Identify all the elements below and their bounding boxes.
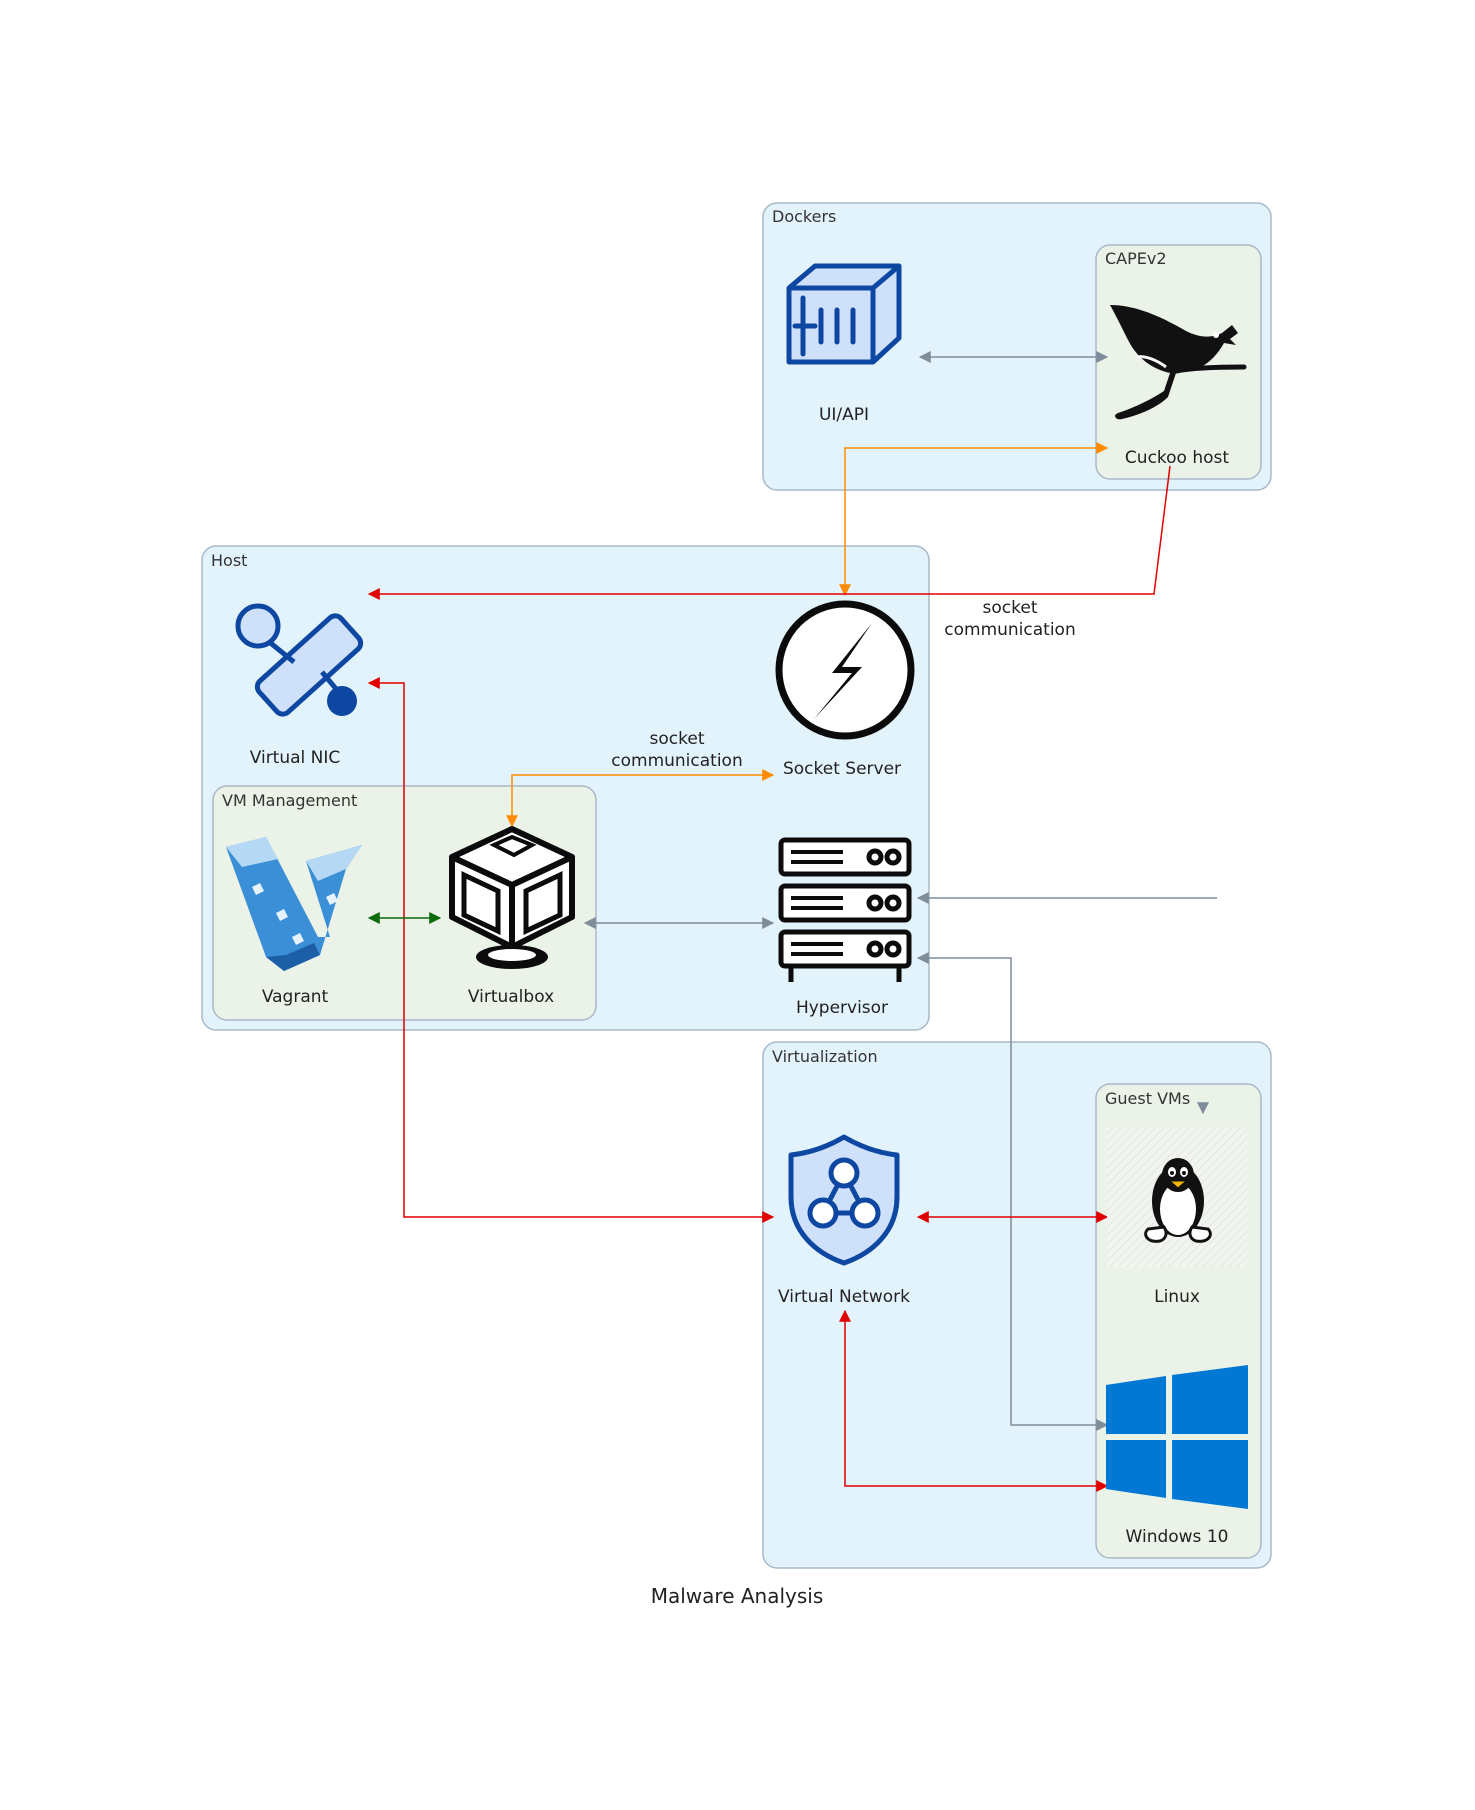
network-interface-icon bbox=[235, 603, 364, 717]
node-windows-10[interactable]: Windows 10 bbox=[1106, 1365, 1248, 1547]
edge-socket-cuckoo bbox=[839, 442, 1109, 597]
edge-label-virtualbox-to-socket-line-2: communication bbox=[611, 751, 742, 771]
edge-label-cuckoo-to-nic-line: socket bbox=[983, 598, 1038, 618]
node-ui-api-label: UI/API bbox=[819, 405, 869, 425]
cluster-host-label: Host bbox=[211, 551, 247, 570]
windows-logo-icon bbox=[1106, 1365, 1248, 1509]
node-vagrant-label: Vagrant bbox=[262, 987, 329, 1007]
socket-io-icon bbox=[775, 600, 915, 740]
edge-cuckoo-virtual-nic bbox=[367, 465, 1171, 600]
node-cuckoo-host[interactable]: Cuckoo host bbox=[1110, 305, 1247, 468]
edge-virtual-nic-virtual-network bbox=[367, 677, 775, 1223]
node-ui-api[interactable]: UI/API bbox=[786, 263, 902, 425]
node-linux[interactable]: Linux bbox=[1107, 1127, 1247, 1307]
node-virtual-network-label: Virtual Network bbox=[778, 1287, 910, 1307]
diagram-title: Malware Analysis bbox=[651, 1584, 824, 1608]
tux-icon bbox=[1144, 1158, 1212, 1243]
node-virtual-nic-label: Virtual NIC bbox=[250, 748, 341, 768]
edges bbox=[367, 351, 1217, 1492]
cuckoo-bird-icon bbox=[1110, 305, 1247, 420]
edge-label-cuckoo-to-nic-line-2: communication bbox=[944, 620, 1075, 640]
node-hypervisor-label: Hypervisor bbox=[796, 998, 888, 1018]
node-hypervisor[interactable]: Hypervisor bbox=[778, 837, 912, 1018]
node-virtual-network[interactable]: Virtual Network bbox=[778, 1134, 910, 1307]
edge-virtual-network-windows bbox=[839, 1309, 1109, 1492]
node-vagrant[interactable]: Vagrant bbox=[226, 837, 362, 1007]
node-virtualbox[interactable]: Virtualbox bbox=[449, 826, 575, 1007]
edge-label-virtualbox-to-socket-line: socket bbox=[650, 729, 705, 749]
virtualbox-icon bbox=[449, 826, 575, 969]
node-virtualbox-label: Virtualbox bbox=[468, 987, 554, 1007]
cluster-dockers-label: Dockers bbox=[772, 207, 836, 226]
cluster-vm-management-label: VM Management bbox=[222, 791, 357, 810]
vagrant-icon bbox=[226, 837, 362, 971]
cluster-capev2-label: CAPEv2 bbox=[1105, 249, 1167, 268]
node-windows-10-label: Windows 10 bbox=[1126, 1527, 1229, 1547]
node-virtual-nic[interactable]: Virtual NIC bbox=[235, 603, 364, 768]
node-socket-server[interactable]: Socket Server bbox=[775, 600, 915, 779]
node-socket-server-label: Socket Server bbox=[783, 759, 901, 779]
cluster-guest-vms-label: Guest VMs bbox=[1105, 1089, 1190, 1108]
node-linux-label: Linux bbox=[1154, 1287, 1200, 1307]
cluster-virtualization-label: Virtualization bbox=[772, 1047, 878, 1066]
network-shield-icon bbox=[788, 1134, 900, 1266]
container-icon bbox=[786, 263, 902, 365]
server-rack-icon bbox=[778, 837, 912, 982]
node-cuckoo-host-label: Cuckoo host bbox=[1125, 448, 1229, 468]
edge-virtualbox-socket-server bbox=[506, 769, 775, 828]
